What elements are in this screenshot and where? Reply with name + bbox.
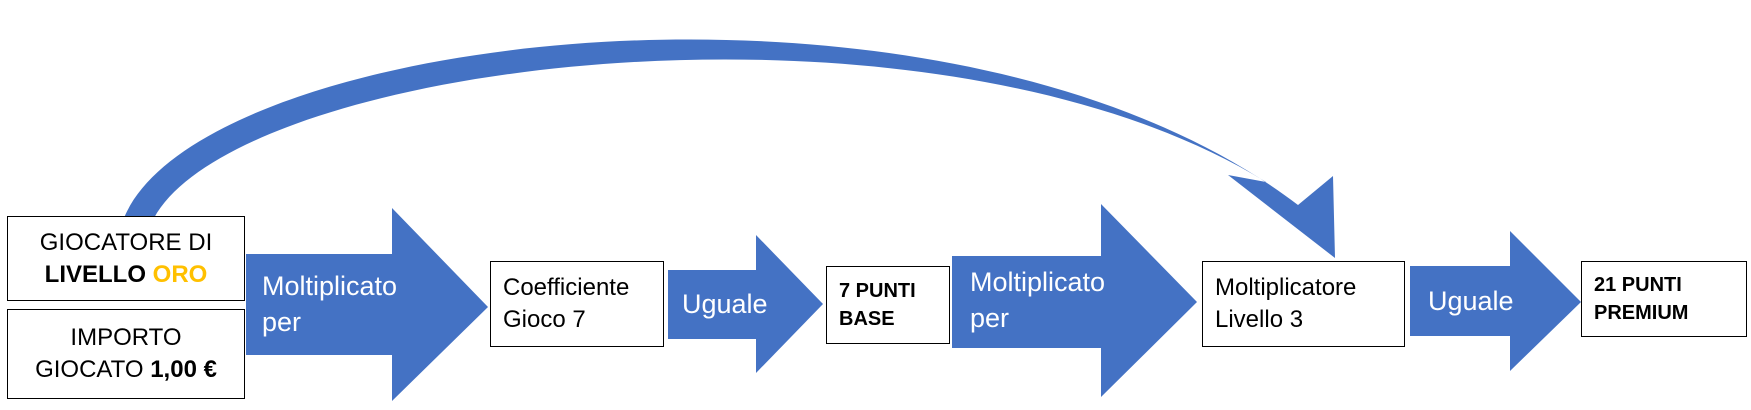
amount-played-line2: GIOCATO 1,00 € <box>8 354 244 386</box>
game-coefficient-line1: Coefficiente <box>503 274 630 301</box>
equals-label-2: Uguale <box>1428 283 1514 319</box>
level-multiplier-box: Moltiplicatore Livello 3 <box>1202 261 1405 347</box>
amount-played-value: 1,00 € <box>150 356 217 383</box>
player-level-line2: LIVELLO ORO <box>8 259 244 291</box>
multiply-label-1-line1: Moltiplicato <box>262 271 398 301</box>
level-multiplier-line1: Moltiplicatore <box>1215 274 1357 301</box>
base-points-line1: 7 PUNTI <box>839 280 916 302</box>
multiply-label-1: Moltiplicato per <box>262 268 397 340</box>
multiply-label-1-line2: per <box>262 307 302 337</box>
premium-points-box: 21 PUNTI PREMIUM <box>1581 261 1747 337</box>
multiply-arrow-2 <box>952 204 1197 397</box>
amount-played-box: IMPORTO GIOCATO 1,00 € <box>7 309 245 399</box>
amount-played-line1: IMPORTO <box>70 324 182 351</box>
curved-arrow <box>124 39 1335 258</box>
level-multiplier-line2: Livello 3 <box>1215 306 1304 333</box>
equals-arrow-1 <box>668 235 823 373</box>
equals-arrow-2 <box>1410 231 1581 371</box>
amount-played-prefix: GIOCATO <box>35 356 144 383</box>
premium-points-line2: PREMIUM <box>1594 302 1689 324</box>
player-level-line1: GIOCATORE DI <box>39 228 213 256</box>
multiply-label-2-line2: per <box>970 303 1010 333</box>
premium-points-line1: 21 PUNTI <box>1594 274 1682 296</box>
game-coefficient-box: Coefficiente Gioco 7 <box>490 261 664 347</box>
base-points-line2: BASE <box>839 308 895 330</box>
multiply-label-2-line1: Moltiplicato <box>970 267 1106 297</box>
equals-label-1: Uguale <box>682 286 768 322</box>
base-points-box: 7 PUNTI BASE <box>826 266 950 344</box>
game-coefficient-line2: Gioco 7 <box>503 306 586 333</box>
equals-label-2-line1: Uguale <box>1428 286 1514 316</box>
player-level-box: GIOCATORE DI LIVELLO ORO <box>7 216 245 301</box>
equals-label-1-line1: Uguale <box>682 289 768 319</box>
player-level-word: LIVELLO <box>44 260 146 288</box>
player-level-gold: ORO <box>152 260 208 288</box>
multiply-label-2: Moltiplicato per <box>970 264 1105 336</box>
multiply-arrow-1 <box>246 208 488 401</box>
